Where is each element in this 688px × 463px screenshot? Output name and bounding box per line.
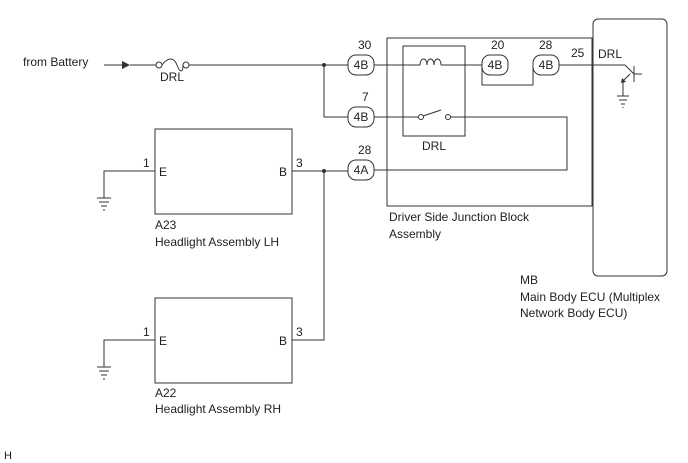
svg-text:4B: 4B: [354, 110, 369, 124]
headlight-rh-name: Headlight Assembly RH: [155, 402, 281, 416]
relay-coil-icon: [419, 58, 442, 66]
ecu-pin: 25: [571, 46, 585, 60]
main-body-ecu: [592, 18, 668, 277]
fuse-icon: [155, 58, 190, 72]
headlight-rh-b-wire: [292, 171, 325, 341]
switch-wire-out: [374, 116, 568, 171]
connector-7-4b: 4B 7: [347, 90, 375, 128]
headlight-lh-pin-e: 1: [143, 156, 150, 170]
headlight-lh-name: Headlight Assembly LH: [155, 235, 279, 249]
headlight-rh-ground-wire: [103, 339, 155, 367]
junction-block-name-1: Driver Side Junction Block: [389, 210, 530, 224]
transistor-icon: [593, 64, 642, 96]
ecu-name-2: Network Body ECU): [520, 306, 627, 320]
ecu-name-1: Main Body ECU (Multiplex: [520, 290, 660, 304]
headlight-rh: [154, 297, 293, 384]
connector-30-4b: 4B 30: [347, 38, 375, 76]
headlight-lh-terminal-e: E: [159, 165, 167, 179]
headlight-lh-ground-wire: [103, 170, 155, 198]
headlight-rh-terminal-e: E: [159, 334, 167, 348]
drl-relay: [402, 45, 466, 137]
headlight-lh-terminal-b: B: [279, 165, 287, 179]
battery-label: from Battery: [23, 55, 88, 69]
svg-text:4B: 4B: [488, 58, 503, 72]
ecu-code: MB: [520, 273, 538, 287]
headlight-rh-terminal-b: B: [279, 334, 287, 348]
svg-text:4B: 4B: [539, 58, 554, 72]
battery-arrow-icon: [104, 61, 130, 69]
relay-label: DRL: [422, 139, 446, 153]
svg-text:4B: 4B: [354, 58, 369, 72]
svg-text:4A: 4A: [354, 163, 369, 177]
connector-pin: 28: [539, 38, 553, 52]
connector-pin: 7: [362, 90, 369, 104]
headlight-rh-pin-e: 1: [143, 325, 150, 339]
ecu-signal-label: DRL: [598, 47, 622, 61]
headlight-lh-pin-b: 3: [296, 156, 303, 170]
relay-switch-icon: [418, 109, 451, 120]
headlight-lh: [154, 128, 293, 215]
connector-28-4b: 4B 28: [532, 38, 560, 76]
connector-pin: 28: [358, 143, 372, 157]
headlight-rh-code: A22: [155, 386, 177, 400]
branch-wire-7: [323, 65, 348, 118]
connector-28-4a: 4A 28: [347, 143, 375, 181]
ecu-ground-icon: [617, 95, 629, 108]
headlight-rh-pin-b: 3: [296, 325, 303, 339]
headlight-lh-ground-icon: [97, 197, 111, 211]
junction-block-name-2: Assembly: [389, 227, 441, 241]
fuse-label: DRL: [160, 70, 184, 84]
jumper-wire: [481, 65, 534, 86]
connector-pin: 20: [491, 38, 505, 52]
corner-mark: H: [4, 450, 12, 462]
headlight-rh-ground-icon: [97, 366, 111, 380]
headlight-lh-code: A23: [155, 218, 177, 232]
connector-pin: 30: [358, 38, 372, 52]
